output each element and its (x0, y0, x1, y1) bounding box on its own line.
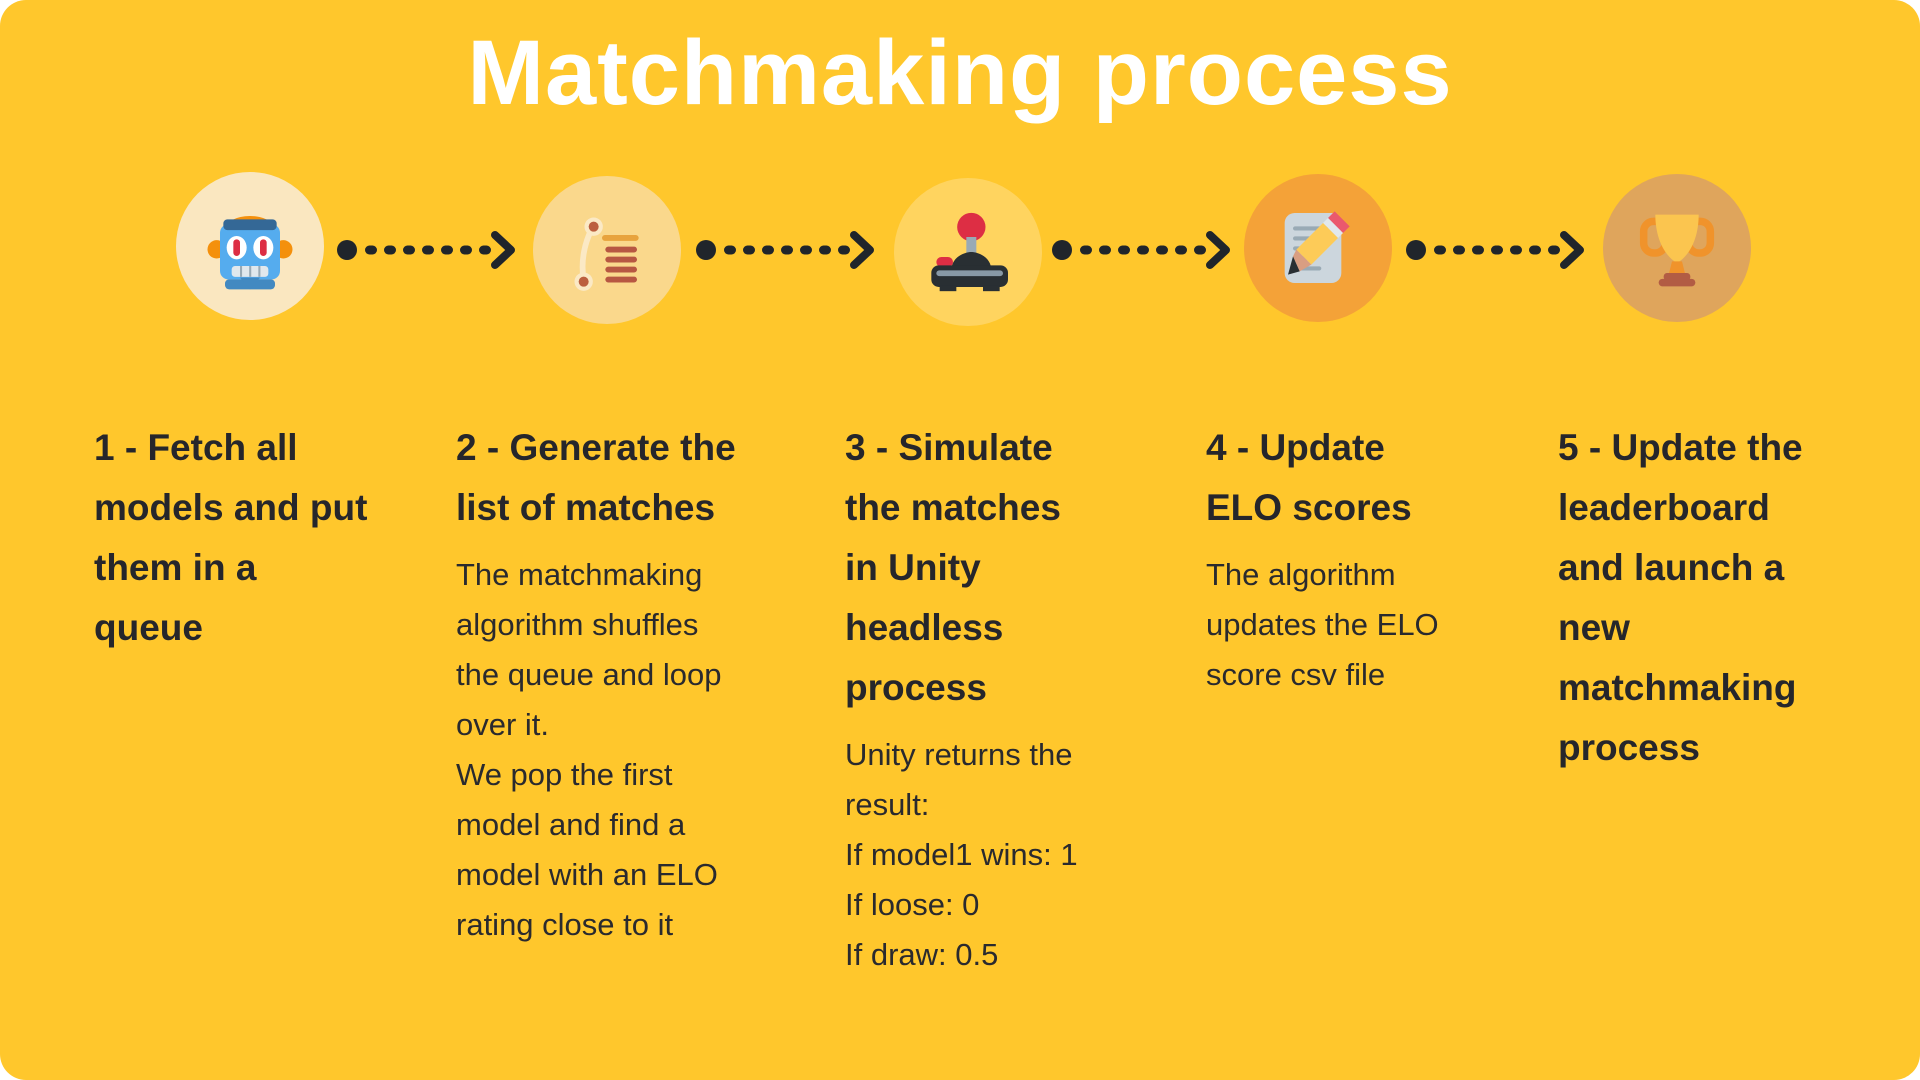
step-5-heading: 5 - Update the leaderboard and launch a … (1558, 427, 1803, 768)
trophy-icon (1639, 214, 1715, 287)
list-scroll-icon (574, 217, 639, 291)
step-3-text: 3 - Simulate the matches in Unity headle… (845, 418, 1165, 980)
page-title: Matchmaking process (467, 22, 1453, 124)
step-5-circle (1603, 174, 1751, 322)
step-4-heading: 4 - Update ELO scores (1206, 427, 1412, 528)
flow-arrow-3 (1052, 231, 1230, 269)
flow-arrow-1 (337, 231, 515, 269)
step-3-body: Unity returns the result: If model1 wins… (845, 737, 1078, 972)
step-4-body: The algorithm updates the ELO score csv … (1206, 557, 1439, 692)
step-5-text: 5 - Update the leaderboard and launch a … (1558, 418, 1898, 790)
memo-pencil-icon (1284, 211, 1350, 283)
step-4-circle (1244, 174, 1392, 322)
robot-icon (207, 216, 293, 290)
step-4-text: 4 - Update ELO scores The algorithm upda… (1206, 418, 1536, 700)
step-2-circle (533, 176, 681, 324)
step-1-text: 1 - Fetch all models and put them in a q… (94, 418, 434, 670)
step-1-circle (176, 172, 324, 320)
step-3-heading: 3 - Simulate the matches in Unity headle… (845, 427, 1061, 708)
step-1-heading: 1 - Fetch all models and put them in a q… (94, 427, 368, 648)
joystick-icon (931, 212, 1008, 292)
step-2-text: 2 - Generate the list of matches The mat… (456, 418, 796, 950)
flow-arrow-2 (696, 231, 874, 269)
step-2-heading: 2 - Generate the list of matches (456, 427, 736, 528)
flow-arrow-4 (1406, 231, 1584, 269)
step-3-circle (894, 178, 1042, 326)
step-2-body: The matchmaking algorithm shuffles the q… (456, 557, 722, 942)
